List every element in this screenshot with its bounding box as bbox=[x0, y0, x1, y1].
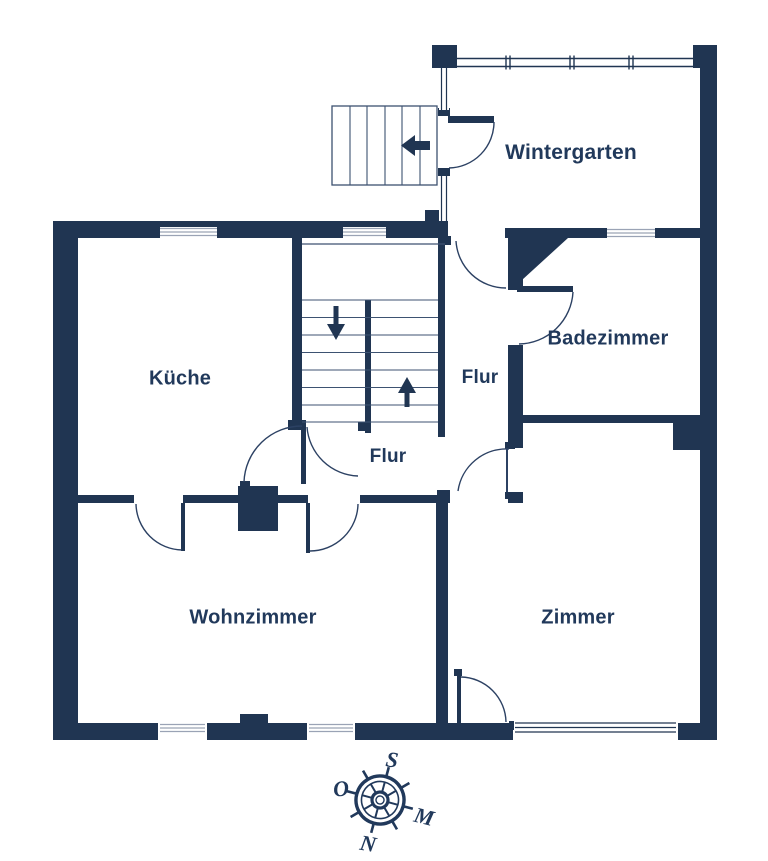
room-label-flur-upper: Flur bbox=[461, 367, 499, 388]
pillar-bad-southeast bbox=[673, 423, 700, 450]
wall-zimmer-west bbox=[436, 495, 448, 723]
wall-stair-east bbox=[438, 238, 445, 437]
chimney-block bbox=[238, 486, 278, 531]
window-wintergarten-west bbox=[439, 68, 449, 221]
window-kueche-north bbox=[155, 227, 222, 238]
wall-stair-west-cap bbox=[288, 420, 306, 430]
door-frame-zimmer-bottom bbox=[505, 492, 515, 499]
wall-wohnzimmer-north-a bbox=[68, 495, 134, 503]
chimney-bump-south bbox=[240, 714, 268, 724]
stairs-down-arrow-icon bbox=[327, 306, 345, 340]
room-label-flur-lower: Flur bbox=[369, 446, 407, 467]
door-jamb-corridor bbox=[358, 422, 370, 431]
room-label-zimmer: Zimmer bbox=[541, 606, 615, 629]
window-wohnzimmer-south-right bbox=[307, 723, 355, 740]
wall-bad-west-stub bbox=[508, 492, 523, 503]
door-arcs bbox=[135, 121, 574, 723]
door-frame-wintergarten-top bbox=[438, 108, 450, 116]
room-label-kueche: Küche bbox=[148, 367, 212, 390]
wall-wohnzimmer-north-c bbox=[278, 495, 308, 503]
door-frame-wintergarten-bottom bbox=[438, 168, 450, 176]
door-leaf-zimmer-south bbox=[457, 675, 461, 723]
door-frame-zimmer-top bbox=[505, 442, 515, 449]
window-stair-north bbox=[338, 227, 391, 238]
room-label-badezimmer: Badezimmer bbox=[547, 327, 669, 350]
wall-bad-west-lower bbox=[508, 345, 523, 448]
door-arc-flur bbox=[306, 426, 359, 477]
wall-stair-west bbox=[292, 238, 302, 430]
wall-wohnzimmer-north-d bbox=[360, 495, 437, 503]
wall-left-exterior bbox=[53, 221, 78, 740]
stair-divider bbox=[365, 300, 371, 433]
compass-rose-icon bbox=[346, 766, 414, 834]
door-hinge-stub-passage bbox=[439, 236, 451, 245]
compass-handles bbox=[346, 766, 414, 834]
wall-wohnzimmer-north-b bbox=[183, 495, 238, 503]
door-arc-wohnzimmer-right bbox=[309, 503, 359, 552]
door-leaf-wohnzimmer-left bbox=[181, 503, 185, 551]
door-frame-kueche bbox=[240, 481, 250, 489]
window-wintergarten-front bbox=[457, 55, 693, 70]
windows bbox=[155, 55, 693, 740]
door-leaf-wohnzimmer-right bbox=[306, 503, 310, 553]
door-arc-kueche bbox=[243, 425, 303, 483]
room-label-wintergarten: Wintergarten bbox=[505, 141, 637, 164]
window-wohnzimmer-south-left bbox=[158, 723, 207, 740]
door-arc-zimmer-north bbox=[457, 448, 510, 492]
compass-spokes bbox=[361, 781, 399, 819]
door-leaf-badezimmer bbox=[517, 286, 573, 292]
exterior-stairs bbox=[331, 105, 438, 186]
compass-letter-east: O bbox=[331, 775, 351, 802]
wall-bad-south bbox=[508, 415, 700, 423]
room-label-wohnzimmer: Wohnzimmer bbox=[189, 606, 317, 629]
door-leaves bbox=[181, 116, 573, 723]
door-leaf-flur bbox=[301, 427, 306, 484]
wintergarten-pillar-left bbox=[432, 45, 457, 68]
door-arc-wintergarten bbox=[448, 121, 495, 169]
wintergarten-pillar-right bbox=[693, 45, 717, 68]
door-frame-zimmer-south bbox=[454, 669, 462, 676]
stairs-up-arrow-icon bbox=[398, 377, 416, 407]
wall-bad-chamfer-corner bbox=[522, 238, 568, 280]
door-leaf-wintergarten bbox=[448, 116, 494, 123]
wall-right-exterior bbox=[700, 62, 717, 740]
door-arc-wohnzimmer-left bbox=[135, 503, 183, 551]
door-arc-badezimmer bbox=[518, 291, 574, 345]
stairs-entry-arrow-left-icon bbox=[401, 135, 430, 156]
stairs bbox=[302, 105, 445, 423]
wall-bad-west-upper bbox=[508, 238, 523, 290]
window-badezimmer-north bbox=[602, 228, 660, 238]
door-arc-passage bbox=[455, 240, 507, 289]
window-zimmer-south bbox=[509, 721, 678, 740]
interior-stairs bbox=[302, 243, 445, 423]
door-arc-zimmer-south bbox=[460, 676, 507, 723]
